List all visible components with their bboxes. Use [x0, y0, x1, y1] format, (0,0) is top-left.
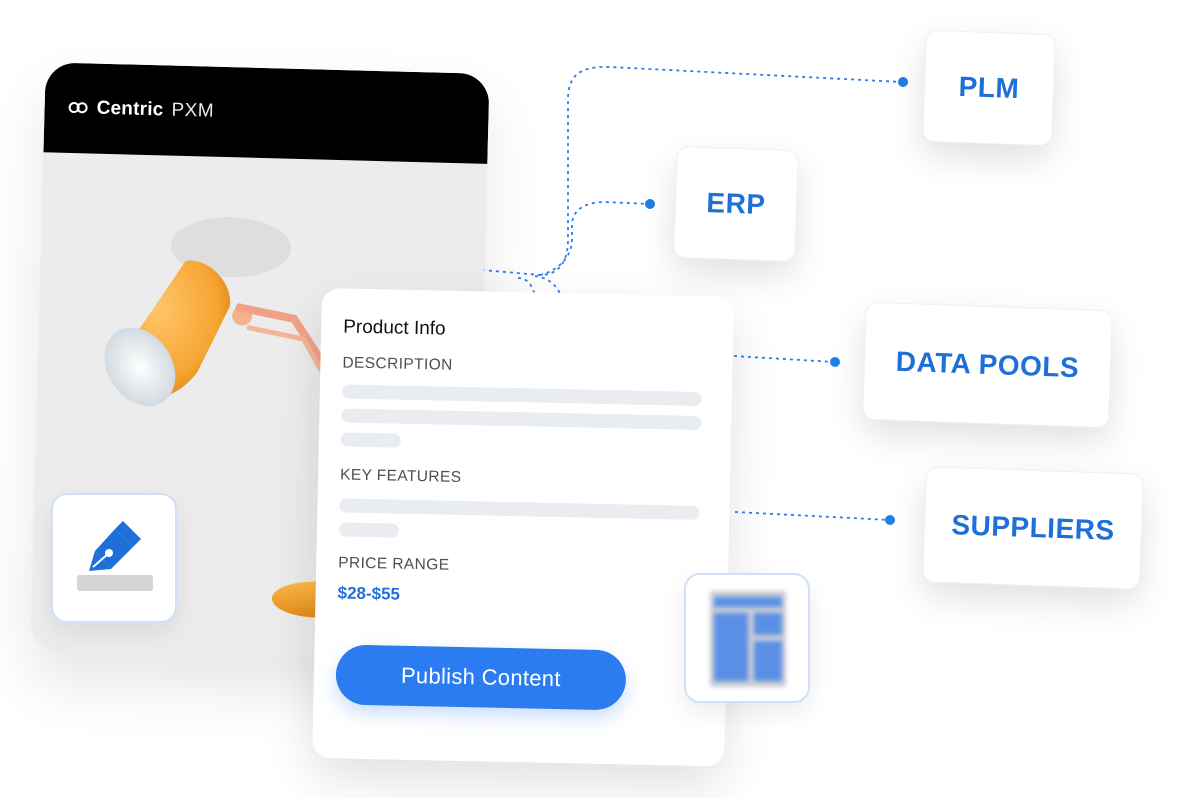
description-label: DESCRIPTION: [342, 354, 453, 374]
product-info-title: Product Info: [342, 316, 446, 340]
system-label-erp: ERP: [705, 186, 767, 221]
price-range-value: $28-$55: [337, 583, 401, 604]
product-info-card: Product Info DESCRIPTION KEY FEATURES PR…: [312, 288, 734, 767]
price-range-label: PRICE RANGE: [338, 554, 450, 574]
centric-logo-icon: [68, 101, 88, 115]
publish-content-button[interactable]: Publish Content: [335, 644, 627, 711]
key-features-line: [338, 522, 400, 538]
pen-nib-icon: [77, 521, 153, 591]
system-label-suppliers: SUPPLIERS: [950, 509, 1116, 546]
description-line: [341, 408, 702, 430]
app-header: Centric PXM: [43, 62, 490, 164]
system-label-plm: PLM: [958, 70, 1020, 105]
key-features-label: KEY FEATURES: [339, 466, 462, 486]
system-card-data-pools[interactable]: DATA POOLS: [862, 301, 1113, 429]
key-features-line: [339, 498, 700, 520]
app-window: Centric PXM: [30, 62, 490, 664]
edit-content-tile[interactable]: [51, 493, 177, 623]
layout-template-tile[interactable]: [684, 573, 810, 703]
description-line: [341, 384, 702, 406]
system-card-suppliers[interactable]: SUPPLIERS: [922, 466, 1144, 590]
brand-name: Centric: [96, 97, 164, 121]
description-line: [340, 432, 401, 448]
system-card-erp[interactable]: ERP: [673, 145, 799, 263]
system-label-data-pools: DATA POOLS: [895, 345, 1080, 384]
layout-grid-icon: [710, 591, 786, 687]
system-card-plm[interactable]: PLM: [922, 29, 1056, 147]
desk-lamp-image: [104, 217, 371, 618]
brand-product: PXM: [171, 99, 215, 122]
